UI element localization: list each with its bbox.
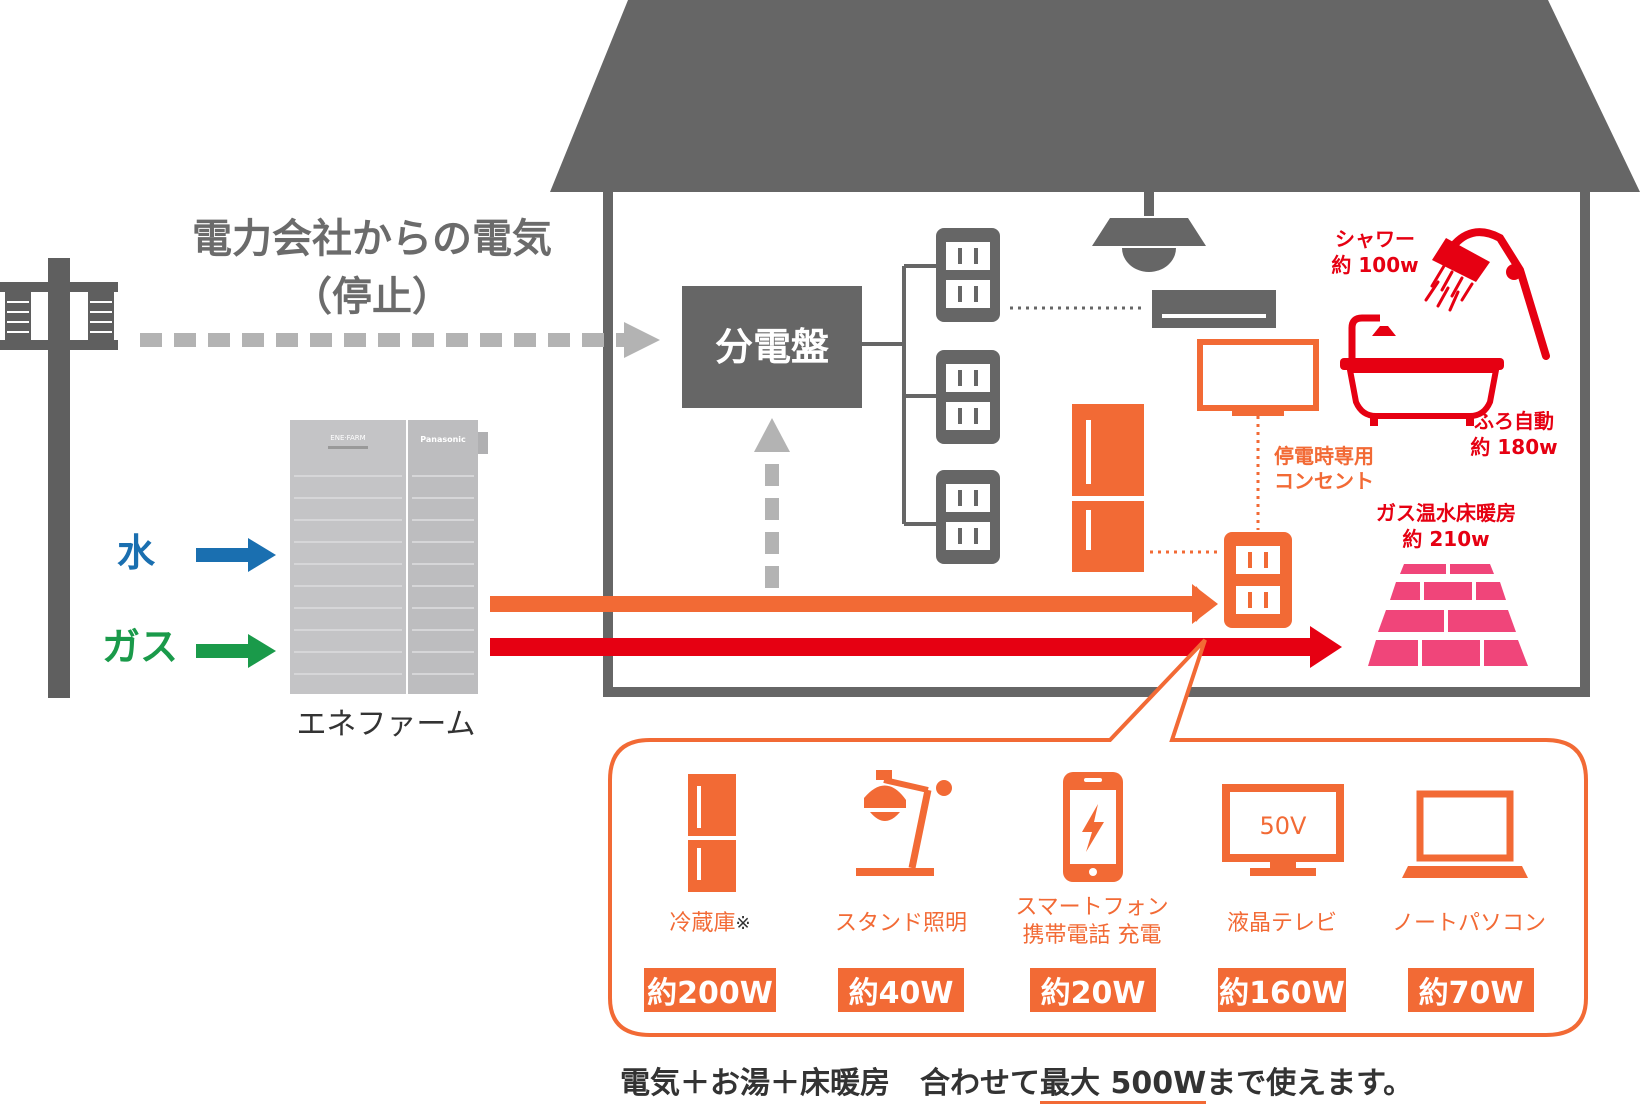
enefarm-label: エネファーム bbox=[296, 707, 475, 742]
bath-watt: 約 180w bbox=[1470, 435, 1557, 459]
grid-label-line2: （停止） bbox=[292, 274, 452, 320]
outlet-icon bbox=[936, 470, 1000, 564]
gas-arrow bbox=[196, 634, 276, 668]
device-watt: 約20W bbox=[1030, 968, 1156, 1012]
shower-icon bbox=[1424, 228, 1550, 360]
heat-output-arrow bbox=[490, 626, 1342, 668]
smartphone-icon bbox=[1063, 772, 1123, 882]
floor-heating-watt: 約 210w bbox=[1402, 527, 1489, 551]
summary-highlight: 最大 500W bbox=[1040, 1066, 1207, 1104]
device-watt: 約40W bbox=[838, 968, 964, 1012]
shower-watt: 約 100w bbox=[1331, 253, 1418, 277]
tv-icon: 50V bbox=[1222, 784, 1344, 876]
device-name: 液晶テレビ bbox=[1226, 911, 1337, 936]
floor-heating-name: ガス温水床暖房 bbox=[1376, 501, 1516, 525]
desk-lamp-icon bbox=[856, 770, 952, 876]
house-walls bbox=[603, 192, 1590, 697]
utility-pole-icon bbox=[0, 258, 118, 698]
panel-wiring bbox=[862, 264, 938, 526]
outage-outlet-label-line1: 停電時専用 bbox=[1274, 444, 1374, 468]
device-name: 冷蔵庫※ bbox=[650, 910, 770, 938]
grid-power-arrow bbox=[140, 322, 660, 358]
water-label: 水 bbox=[117, 531, 156, 575]
tv-screen-text: 50V bbox=[1260, 812, 1308, 840]
water-arrow bbox=[196, 538, 276, 572]
fridge-icon bbox=[688, 774, 736, 892]
house-roof bbox=[550, 0, 1640, 192]
device-name: スマートフォン 携帯電話 充電 bbox=[1000, 894, 1184, 950]
device-note: ※ bbox=[735, 913, 751, 934]
device-name-line1: スマートフォン bbox=[1015, 895, 1169, 920]
device-name: ノートパソコン bbox=[1391, 911, 1546, 936]
summary-part1: 電気＋お湯＋床暖房 合わせて bbox=[620, 1066, 1040, 1101]
air-conditioner-icon bbox=[1152, 290, 1276, 328]
device-name-text: 冷蔵庫 bbox=[669, 911, 736, 936]
device-watt: 約70W bbox=[1408, 968, 1534, 1012]
outage-outlet-label-line2: コンセント bbox=[1274, 469, 1374, 493]
device-watt: 約160W bbox=[1218, 968, 1346, 1012]
enefarm-brand-left: ENE·FARM bbox=[330, 434, 365, 442]
distribution-panel-label: 分電盤 bbox=[715, 325, 829, 369]
bathtub-icon bbox=[1340, 314, 1504, 426]
enefarm-unit-icon: ENE·FARM Panasonic bbox=[290, 420, 488, 694]
tv-icon bbox=[1197, 339, 1319, 416]
floor-heating-icon bbox=[1368, 564, 1528, 666]
ceiling-lamp-icon bbox=[1092, 192, 1206, 272]
laptop-icon bbox=[1402, 790, 1528, 878]
gas-label: ガス bbox=[102, 625, 178, 669]
summary-text: 電気＋お湯＋床暖房 合わせて最大 500Wまで使えます。 bbox=[620, 1058, 1620, 1104]
electricity-output-arrow bbox=[490, 584, 1218, 624]
distribution-panel bbox=[682, 286, 862, 408]
outage-outlet-icon bbox=[1224, 532, 1292, 628]
device-name-line2: 携帯電話 充電 bbox=[1022, 923, 1162, 948]
backup-power-arrow bbox=[754, 418, 790, 588]
bath-name: ふろ自動 bbox=[1474, 409, 1554, 433]
fridge-icon bbox=[1072, 404, 1144, 572]
outlet-icon bbox=[936, 228, 1000, 322]
outlet-icon bbox=[936, 350, 1000, 444]
shower-name: シャワー bbox=[1335, 227, 1415, 251]
grid-label-line1: 電力会社からの電気 bbox=[192, 216, 552, 262]
summary-part2: まで使えます。 bbox=[1206, 1066, 1414, 1101]
device-name: スタンド照明 bbox=[834, 911, 967, 936]
enefarm-brand-right: Panasonic bbox=[420, 435, 466, 444]
device-watt: 約200W bbox=[644, 968, 776, 1012]
